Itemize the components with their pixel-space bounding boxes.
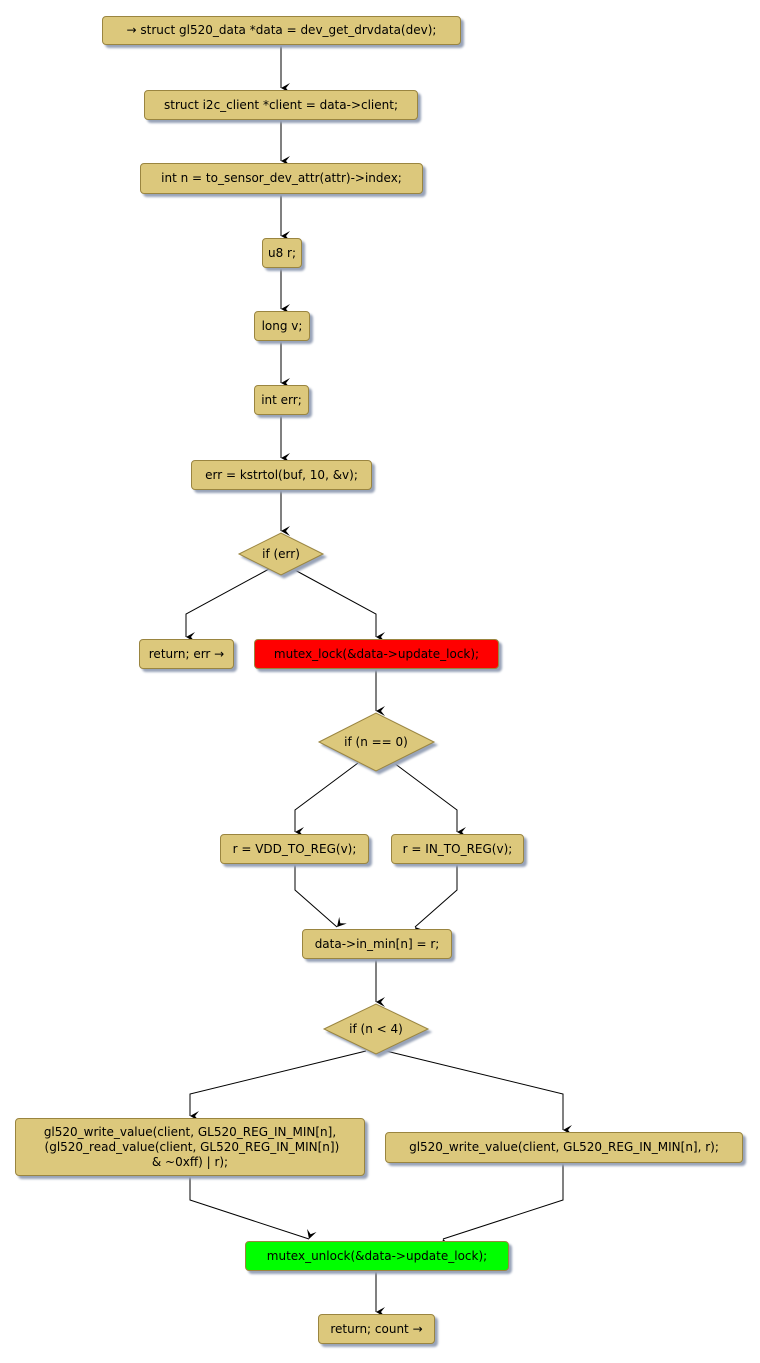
edge xyxy=(414,864,458,938)
decision-diamond xyxy=(322,1003,430,1055)
node-write-masked: gl520_write_value(client, GL520_REG_IN_M… xyxy=(15,1118,365,1176)
node-return-err: return; err → xyxy=(139,639,234,669)
node-vdd-to-reg: r = VDD_TO_REG(v); xyxy=(220,834,369,864)
edge xyxy=(292,568,385,642)
decision-if-n-lt-4: if (n < 4) xyxy=(349,1022,403,1036)
node-mutex-unlock: mutex_unlock(&data->update_lock); xyxy=(245,1241,509,1271)
node-kstrtol: err = kstrtol(buf, 10, &v); xyxy=(191,460,372,490)
node-get-drvdata: → struct gl520_data *data = dev_get_drvd… xyxy=(102,16,461,45)
decision-diamond xyxy=(237,532,325,576)
node-index: int n = to_sensor_dev_attr(attr)->index; xyxy=(140,163,423,194)
node-assign-in-min: data->in_min[n] = r; xyxy=(302,929,452,959)
edge xyxy=(385,1050,572,1135)
node-decl-err: int err; xyxy=(254,385,309,415)
node-decl-v: long v; xyxy=(254,311,310,341)
node-mutex-lock: mutex_lock(&data->update_lock); xyxy=(254,639,499,669)
decision-if-n-zero: if (n == 0) xyxy=(344,735,408,749)
edge xyxy=(189,1050,367,1121)
node-client: struct i2c_client *client = data->client… xyxy=(144,90,418,120)
edge xyxy=(294,864,347,928)
edge xyxy=(185,568,270,642)
node-in-to-reg: r = IN_TO_REG(v); xyxy=(391,834,524,864)
node-decl-r: u8 r; xyxy=(262,238,302,268)
decision-diamond xyxy=(317,712,436,772)
node-return-count: return; count → xyxy=(318,1314,435,1344)
edge xyxy=(294,762,359,837)
edge xyxy=(441,1163,564,1250)
node-write-value: gl520_write_value(client, GL520_REG_IN_M… xyxy=(385,1132,743,1163)
edge xyxy=(189,1176,317,1240)
decision-if-err: if (err) xyxy=(262,547,300,561)
edge xyxy=(393,762,466,837)
